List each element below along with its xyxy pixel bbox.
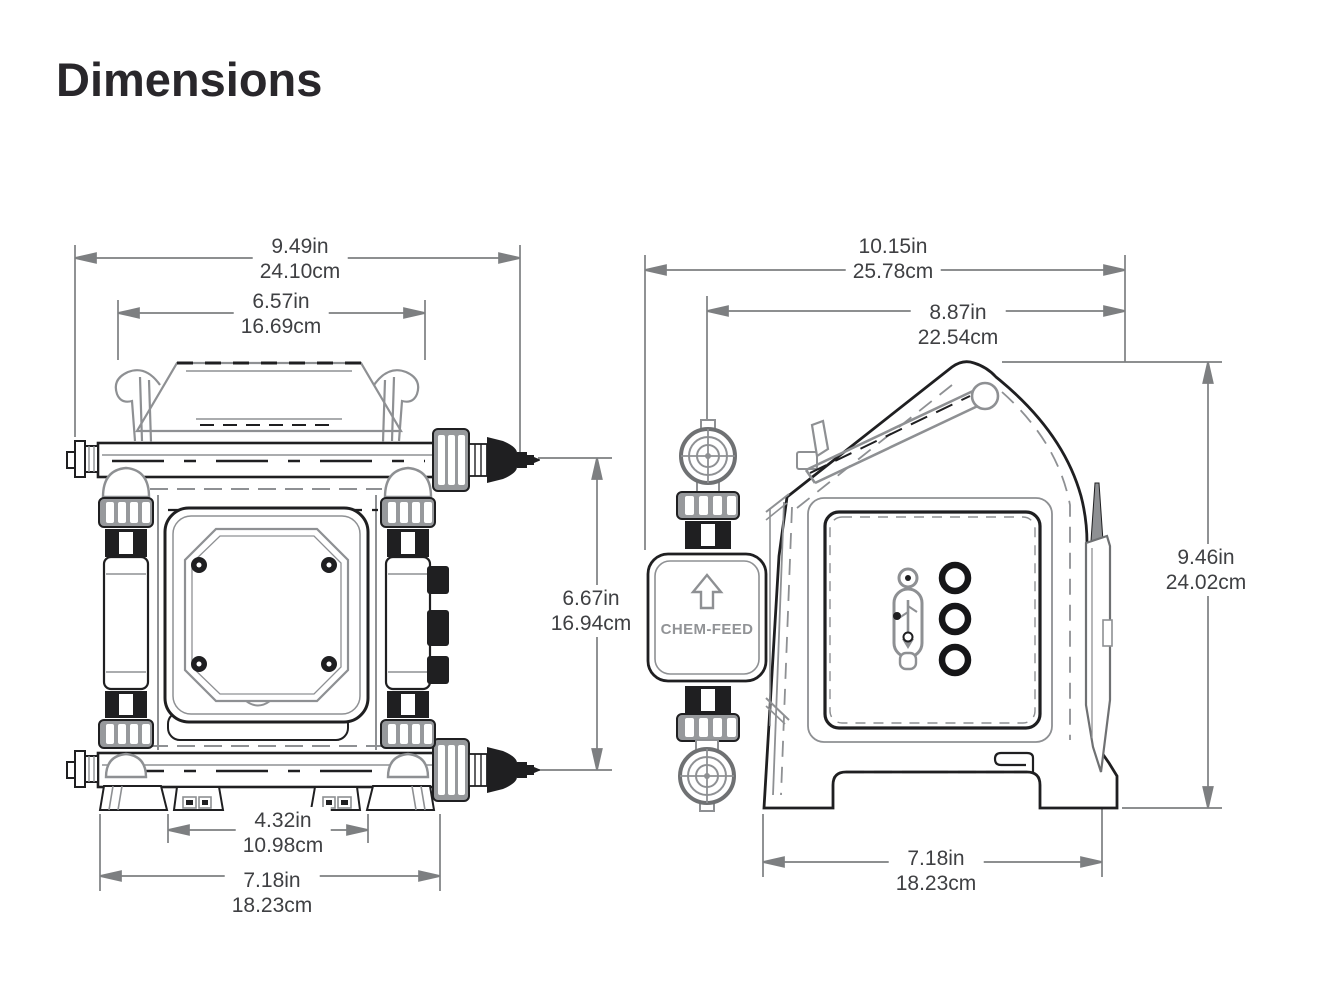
wall-bracket	[1084, 482, 1113, 773]
front-view-drawing	[66, 361, 541, 811]
head-bolts	[191, 557, 337, 672]
dim-label-front-motor-width: 6.57in 16.69cm	[233, 288, 329, 340]
port-ring-icons	[938, 561, 972, 677]
valve-knob-top-icon	[679, 427, 737, 485]
dim-label-front-overall-width: 9.49in 24.10cm	[252, 233, 348, 285]
valve-column-right	[379, 466, 437, 779]
motor-housing	[114, 361, 420, 444]
side-view-drawing: CHEM-FEED	[646, 360, 1119, 812]
pump-head-side: CHEM-FEED	[646, 552, 768, 683]
top-manifold	[66, 428, 541, 492]
dim-label-side-base-depth: 7.18in 18.23cm	[888, 845, 984, 897]
page-title: Dimensions	[56, 53, 323, 106]
connector-blocks	[427, 566, 449, 684]
dim-label-front-base-width: 7.18in 18.23cm	[224, 867, 320, 919]
side-valve-stack	[676, 419, 740, 812]
usb-icon	[892, 567, 924, 671]
valve-column-left	[97, 466, 155, 779]
body-detail-lines	[772, 384, 1071, 796]
up-arrow-icon	[690, 573, 724, 610]
dim-label-front-foot-spacing: 4.32in 10.98cm	[235, 807, 331, 859]
dim-label-side-overall-height: 9.46in 24.02cm	[1158, 544, 1254, 596]
valve-knob-bottom-icon	[678, 747, 736, 805]
dim-label-side-overall-depth: 10.15in 25.78cm	[845, 233, 941, 285]
tube-fitting-bottom	[432, 738, 541, 802]
control-panel	[807, 497, 1053, 743]
dim-label-front-port-height: 6.67in 16.94cm	[543, 585, 639, 637]
bottom-manifold	[66, 738, 541, 802]
dim-label-side-body-depth: 8.87in 22.54cm	[910, 299, 1006, 351]
pump-head-brand-label: CHEM-FEED	[661, 621, 754, 638]
top-cover	[796, 381, 1000, 485]
cover-hinge	[970, 381, 1000, 411]
base-clip	[993, 751, 1035, 772]
head-bracket	[765, 493, 790, 726]
pump-head-front	[163, 506, 370, 724]
tube-fitting-top	[432, 428, 541, 492]
